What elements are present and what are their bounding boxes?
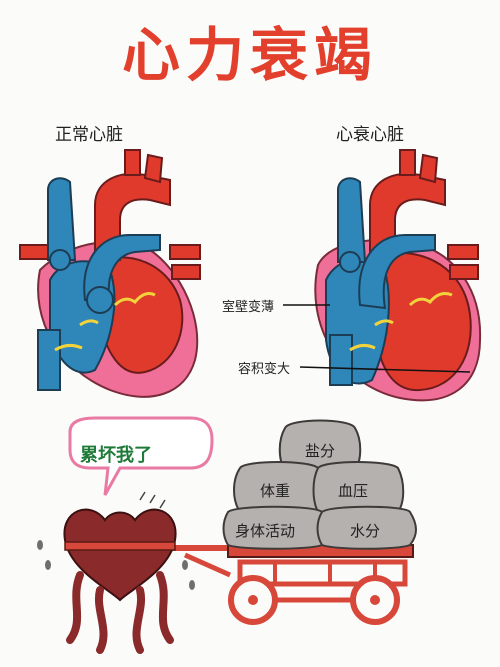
sack-water-label: 水分 xyxy=(350,522,381,540)
normal-heart-label: 正常心脏 xyxy=(55,125,123,145)
failing-heart-label: 心衰心脏 xyxy=(336,125,404,145)
failing-heart-illustration xyxy=(283,149,482,402)
annotation-wall-thin: 室壁变薄 xyxy=(222,300,275,315)
sack-blood-pressure-label: 血压 xyxy=(338,482,369,500)
sacks xyxy=(222,419,417,550)
tired-heart-character xyxy=(37,491,195,654)
sack-weight-label: 体重 xyxy=(260,482,291,500)
speech-bubble xyxy=(68,416,214,496)
annotation-volume-large: 容积变大 xyxy=(238,362,291,377)
page-title: 心力衰竭 xyxy=(121,21,378,89)
normal-heart-illustration xyxy=(19,149,201,398)
sack-activity-label: 身体活动 xyxy=(235,522,296,540)
speech-bubble-text: 累坏我了 xyxy=(80,445,152,466)
sack-salt-label: 盐分 xyxy=(305,442,336,460)
